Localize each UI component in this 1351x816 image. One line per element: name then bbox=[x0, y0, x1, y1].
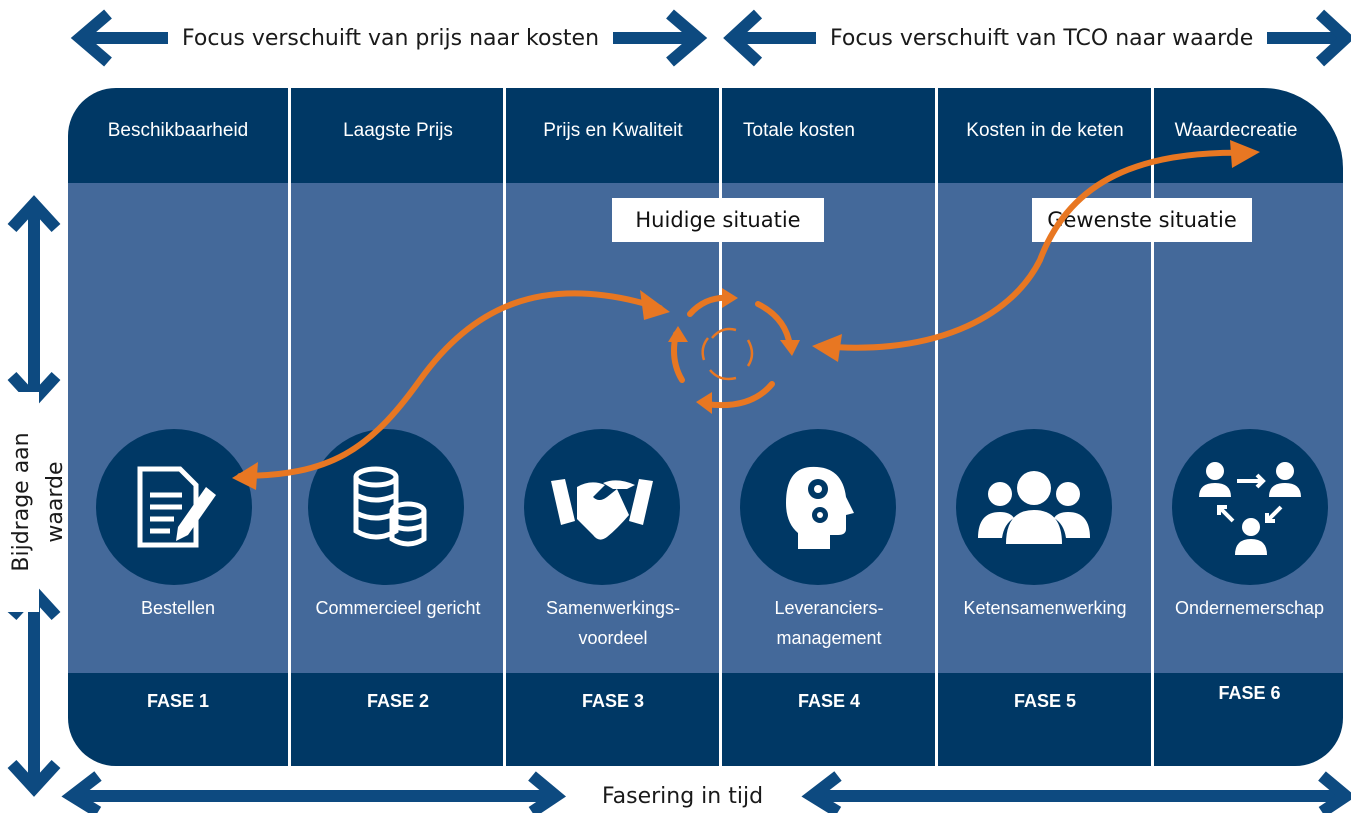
document-pen-icon bbox=[137, 466, 216, 548]
inner-cycle-arc bbox=[711, 327, 737, 339]
phase-label: FASE 6 bbox=[1218, 683, 1281, 703]
coins-stack-icon bbox=[353, 466, 427, 547]
phase-circle bbox=[308, 429, 464, 585]
column-divider bbox=[1151, 88, 1154, 766]
arrowhead bbox=[722, 288, 738, 308]
phase-label: FASE 2 bbox=[366, 691, 430, 711]
column-divider bbox=[503, 88, 506, 766]
phase-circle bbox=[524, 429, 680, 585]
handshake-icon bbox=[551, 479, 653, 540]
top-left-label: Focus verschuift van prijs naar kosten bbox=[168, 22, 614, 56]
column-header: Kosten in de keten bbox=[966, 120, 1124, 141]
arrowhead bbox=[640, 290, 670, 320]
phase-name: Ketensamenwerking bbox=[963, 598, 1127, 618]
cycle-to-desired-arrow bbox=[817, 149, 1253, 351]
phase-name: Ondernemerschap bbox=[1174, 598, 1325, 618]
phase-name: Leveranciers- management bbox=[774, 598, 884, 648]
phase-name: Samenwerkings- voordeel bbox=[545, 598, 681, 648]
top-right-label: Focus verschuift van TCO naar waarde bbox=[816, 22, 1268, 56]
arrowhead bbox=[1230, 140, 1260, 168]
bottom-label: Fasering in tijd bbox=[588, 782, 778, 816]
arrowhead bbox=[232, 462, 258, 490]
column-divider bbox=[719, 88, 722, 766]
phase-circle bbox=[1172, 429, 1328, 585]
cycle-arc bbox=[755, 301, 793, 349]
column-header: Waardecreatie bbox=[1174, 120, 1298, 141]
inner-cycle-arc bbox=[709, 369, 737, 381]
inner-cycle-arc bbox=[701, 337, 710, 361]
arrowhead bbox=[812, 334, 842, 362]
phase-circle bbox=[740, 429, 896, 585]
column-divider bbox=[288, 88, 291, 766]
arrowhead bbox=[696, 392, 712, 414]
content-band bbox=[68, 183, 1343, 673]
group-people-icon bbox=[978, 471, 1090, 544]
column-header: Totale kosten bbox=[743, 120, 855, 141]
column-divider bbox=[935, 88, 938, 766]
column-header: Prijs en Kwaliteit bbox=[543, 120, 683, 141]
phase-label: FASE 1 bbox=[146, 691, 210, 711]
phase-circle bbox=[956, 429, 1112, 585]
cycle-arc bbox=[703, 381, 775, 409]
people-exchange-icon bbox=[1199, 462, 1301, 555]
phase-label: FASE 5 bbox=[1013, 691, 1077, 711]
column-header: Laagste Prijs bbox=[343, 120, 453, 141]
phase-name: Commercieel gericht bbox=[315, 598, 481, 618]
arrowhead bbox=[780, 340, 800, 356]
bottom-arrows bbox=[61, 771, 1351, 813]
current-situation-box: Huidige situatie bbox=[612, 198, 824, 242]
head-gears-icon bbox=[786, 466, 854, 549]
column-header: Beschikbaarheid bbox=[107, 120, 249, 141]
phase-label: FASE 4 bbox=[797, 691, 861, 711]
current-to-phase1-arrow bbox=[237, 290, 663, 479]
phase-name: Bestellen bbox=[140, 598, 216, 618]
desired-situation-box: Gewenste situatie bbox=[1032, 198, 1252, 242]
arrowhead bbox=[668, 326, 688, 342]
phase-label: FASE 3 bbox=[581, 691, 645, 711]
inner-cycle-arc bbox=[746, 339, 754, 367]
phase-circle bbox=[96, 429, 252, 585]
side-arrow bbox=[7, 195, 61, 797]
